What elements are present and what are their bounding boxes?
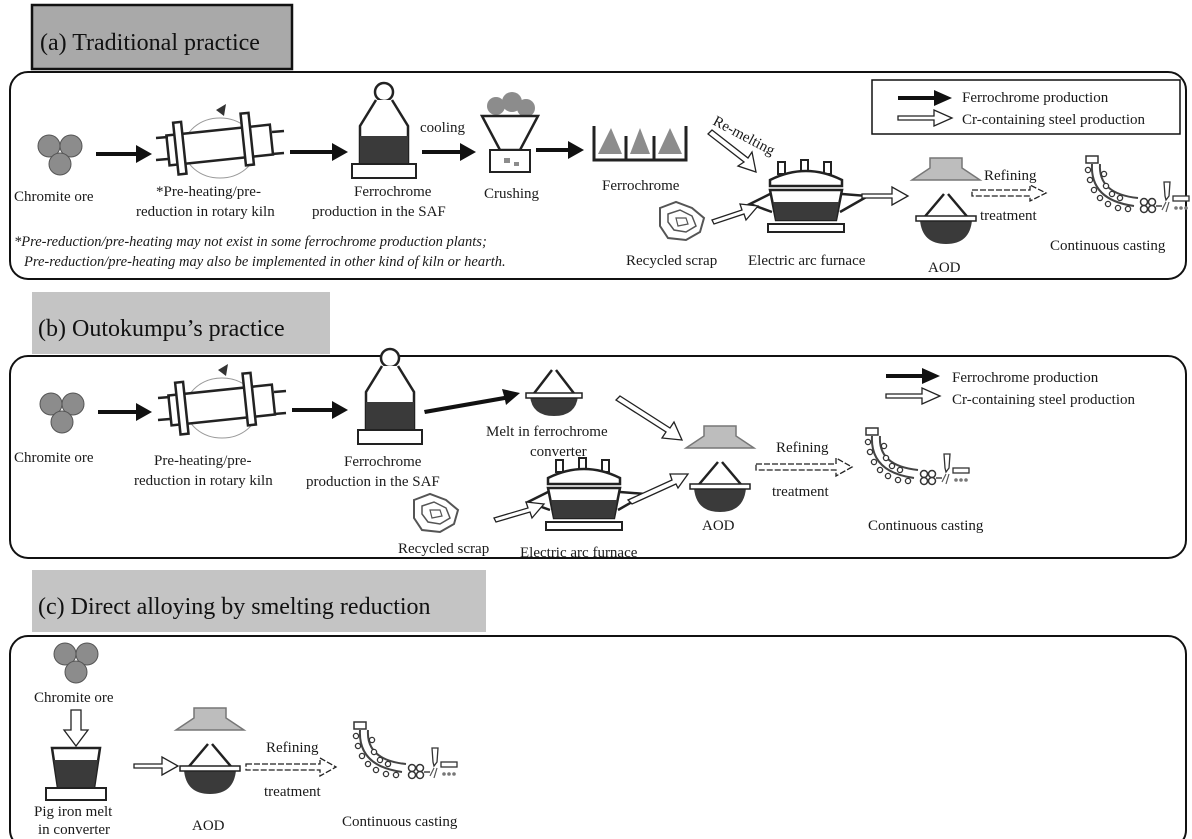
arrow-black	[424, 389, 520, 414]
arrow-white-dashed	[245, 756, 338, 778]
ferrochrome-icon	[592, 124, 688, 162]
saf-furnace-icon	[350, 81, 418, 180]
kiln-label-line1: Pre-heating/pre-	[154, 453, 251, 469]
refining-label: Refining	[776, 440, 829, 456]
treatment-label: treatment	[264, 784, 321, 800]
panel-b-header-box	[32, 292, 330, 354]
arrow-white	[626, 473, 690, 505]
kiln-label-line2: reduction in rotary kiln	[134, 473, 273, 489]
rotary-kiln-icon	[154, 102, 286, 180]
legend-a-fecr: Ferrochrome production	[962, 90, 1109, 106]
saf-label-line2: production in the SAF	[306, 474, 440, 490]
panel-a-frame	[9, 71, 1187, 280]
arrow-black	[98, 403, 152, 421]
pig-iron-converter-icon	[44, 746, 108, 802]
chromite-ore-label: Chromite ore	[34, 690, 114, 706]
footnote-line2: Pre-reduction/pre-heating may also be im…	[23, 254, 506, 270]
aod-vessel-icon	[174, 706, 246, 796]
pig-iron-label-line2: in converter	[38, 822, 110, 838]
footnote-line1: *Pre-reduction/pre-heating may not exist…	[14, 234, 487, 250]
rotary-kiln-icon	[156, 362, 288, 440]
continuous-casting-label: Continuous casting	[342, 814, 458, 830]
continuous-casting-label: Continuous casting	[1050, 238, 1166, 254]
kiln-label-line2: reduction in rotary kiln	[136, 204, 275, 220]
arrow-black	[422, 143, 476, 161]
panel-a-header: (a) Traditional practice	[40, 30, 260, 56]
arrow-white	[493, 501, 546, 523]
legend-a-white-arrow	[897, 108, 954, 128]
eaf-label: Electric arc furnace	[748, 253, 866, 269]
electric-arc-furnace-icon	[526, 456, 648, 532]
continuous-caster-icon	[864, 427, 970, 486]
chromite-ore-label: Chromite ore	[14, 450, 94, 466]
aod-label: AOD	[702, 518, 735, 534]
converter-label-line2: converter	[530, 444, 587, 460]
arrow-white-dashed	[755, 456, 854, 478]
arrow-white-dashed	[971, 183, 1048, 203]
legend-a-cr: Cr-containing steel production	[962, 112, 1145, 128]
legend-b-black-arrow	[886, 368, 940, 384]
continuous-caster-icon	[352, 721, 458, 780]
saf-label-line1: Ferrochrome	[354, 184, 432, 200]
kiln-label-line1: *Pre-heating/pre-	[156, 184, 261, 200]
aod-label: AOD	[192, 818, 225, 834]
arrow-white	[711, 203, 760, 225]
legend-a-black-arrow	[898, 90, 952, 106]
legend-b-fecr: Ferrochrome production	[952, 370, 1099, 386]
panel-c-header-box	[32, 570, 486, 632]
ferrochrome-label: Ferrochrome	[602, 178, 680, 194]
treatment-label: treatment	[980, 208, 1037, 224]
aod-vessel-icon	[910, 156, 982, 246]
arrow-black	[536, 141, 584, 159]
ferrochrome-converter-icon	[524, 368, 584, 418]
crusher-icon	[480, 90, 540, 174]
recycled-scrap-label: Recycled scrap	[398, 541, 489, 557]
chromite-ore-icon	[39, 392, 85, 434]
recycled-scrap-label: Recycled scrap	[626, 253, 717, 269]
treatment-label: treatment	[772, 484, 829, 500]
chromite-ore-icon	[53, 642, 99, 684]
electric-arc-furnace-icon	[748, 158, 870, 234]
arrow-white	[861, 185, 910, 207]
legend-b-cr: Cr-containing steel production	[952, 392, 1135, 408]
arrow-black	[290, 143, 348, 161]
arrow-black	[292, 401, 348, 419]
arrow-black	[96, 145, 152, 163]
refining-label: Refining	[984, 168, 1037, 184]
chromite-ore-label: Chromite ore	[14, 189, 94, 205]
cooling-label: cooling	[420, 120, 465, 136]
arrow-white	[614, 395, 684, 441]
continuous-casting-label: Continuous casting	[868, 518, 984, 534]
refining-label: Refining	[266, 740, 319, 756]
continuous-caster-icon	[1084, 155, 1190, 214]
aod-vessel-icon	[684, 424, 756, 514]
eaf-label: Electric arc furnace	[520, 545, 638, 561]
converter-label-line1: Melt in ferrochrome	[486, 424, 608, 440]
panel-b-header: (b) Outokumpu’s practice	[38, 316, 285, 342]
arrow-white	[62, 709, 90, 748]
panel-c-frame	[9, 635, 1187, 839]
aod-label: AOD	[928, 260, 961, 276]
arrow-white	[133, 755, 180, 777]
saf-label-line2: production in the SAF	[312, 204, 446, 220]
arrow-white	[707, 129, 757, 173]
saf-furnace-icon	[356, 347, 424, 446]
panel-a-legend-box	[871, 79, 1181, 135]
legend-b-white-arrow	[885, 386, 942, 406]
saf-label-line1: Ferrochrome	[344, 454, 422, 470]
crushing-label: Crushing	[484, 186, 540, 202]
recycled-scrap-icon	[659, 201, 705, 241]
panel-b-frame	[9, 355, 1187, 559]
panel-a-header-box	[30, 3, 294, 71]
recycled-scrap-icon	[413, 493, 459, 533]
chromite-ore-icon	[37, 134, 83, 176]
panel-c-header: (c) Direct alloying by smelting reductio…	[38, 594, 431, 620]
pig-iron-label-line1: Pig iron melt	[34, 804, 113, 820]
